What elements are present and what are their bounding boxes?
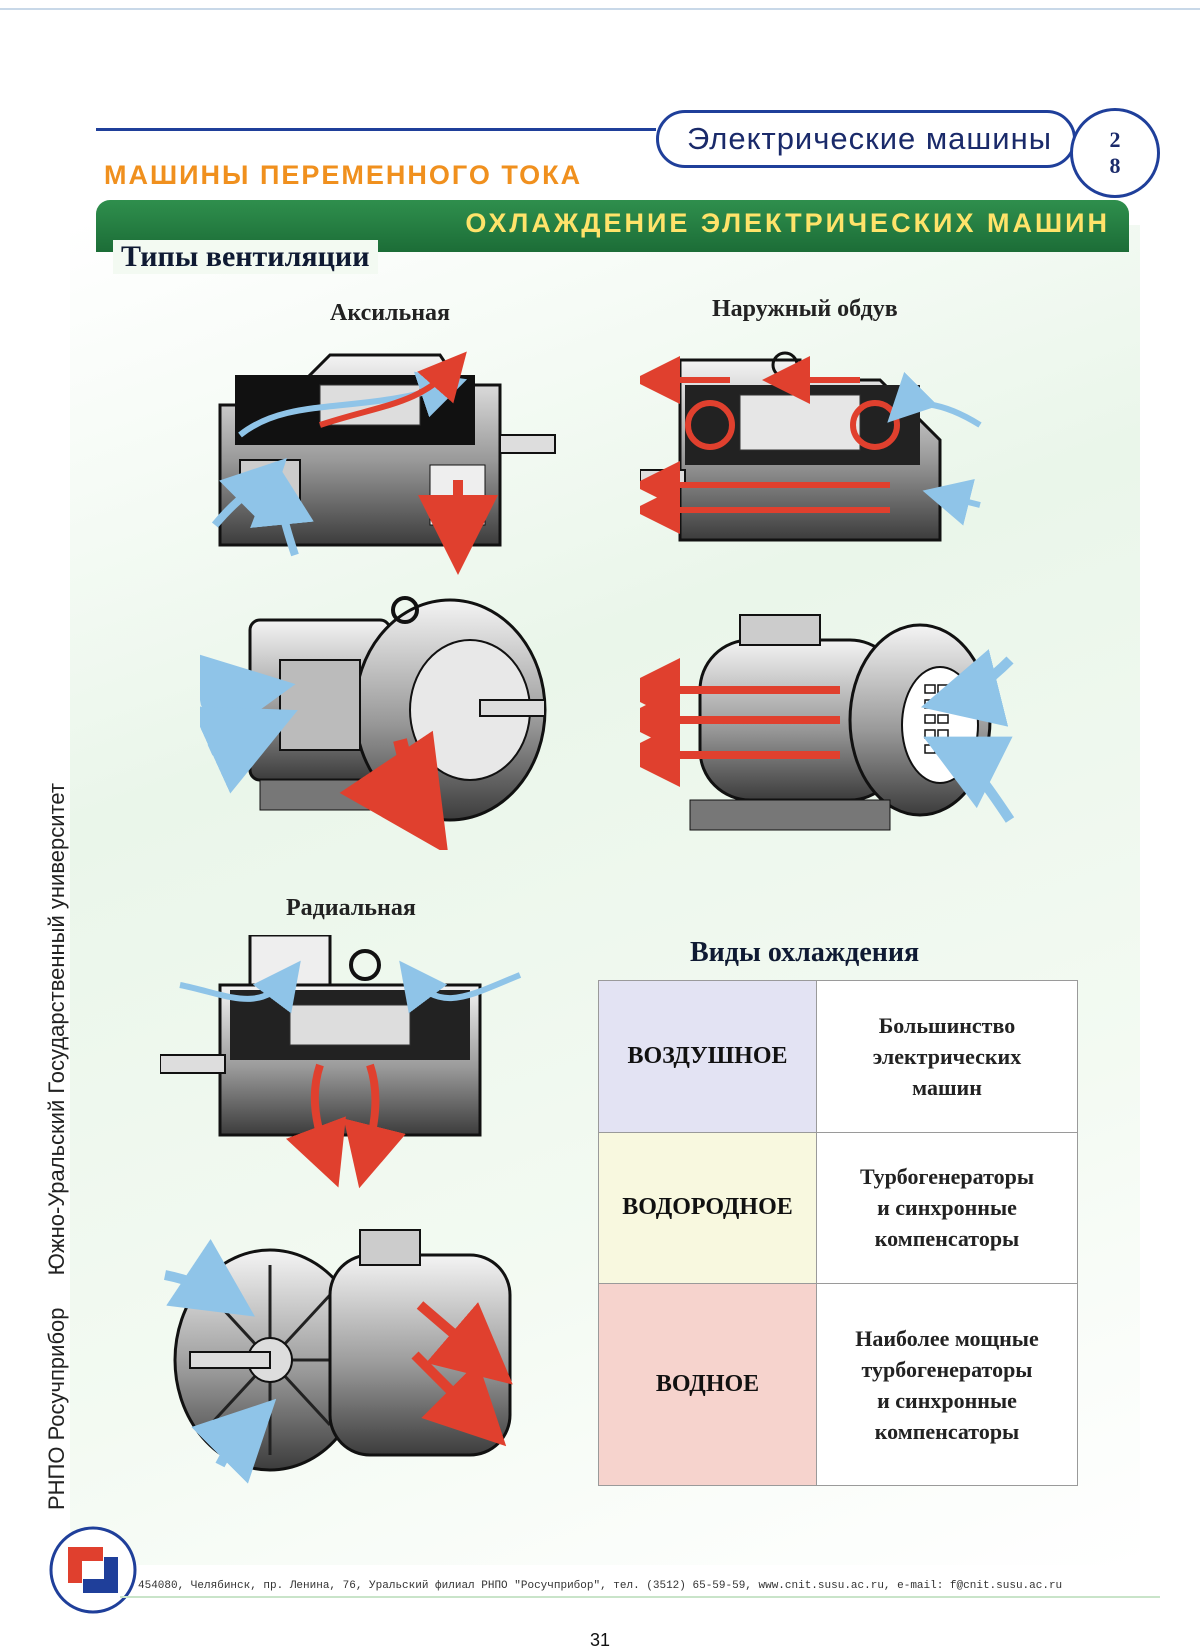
desc-line: машин — [912, 1074, 982, 1100]
sheet-number-badge: 2 8 — [1070, 108, 1160, 198]
sheet-number-bottom: 8 — [1109, 153, 1121, 178]
desc-line: и синхронные — [877, 1195, 1017, 1221]
cooling-type-cell: ВОДНОЕ — [598, 1283, 817, 1486]
top-rule — [0, 8, 1200, 10]
radial-caption: Радиальная — [286, 895, 416, 921]
cooling-types-table: ВОЗДУШНОЕ Большинство электрических маши… — [598, 980, 1078, 1486]
side-org-susu: Южно-Уральский Государственный университ… — [44, 783, 69, 1276]
banner-title: ОХЛАЖДЕНИЕ ЭЛЕКТРИЧЕСКИХ МАШИН — [465, 208, 1110, 238]
axial-caption: Аксильная — [330, 300, 451, 326]
cooling-types-heading: Виды охлаждения — [690, 937, 920, 968]
cooling-desc-cell: Большинство электрических машин — [816, 980, 1078, 1133]
desc-line: Турбогенераторы — [859, 1164, 1035, 1190]
table-row: ВОДОРОДНОЕ Турбогенераторы и синхронные … — [598, 1131, 1078, 1285]
ventilation-heading: Типы вентиляции — [113, 240, 378, 274]
cooling-type-cell: ВОДОРОДНОЕ — [598, 1131, 817, 1285]
radial-ventilation-cutaway-illustration — [160, 935, 522, 1189]
external-blowing-cutaway-illustration — [640, 351, 982, 542]
desc-line: Наиболее мощные — [855, 1325, 1039, 1351]
rnpo-logo — [49, 1526, 137, 1614]
external-caption: Наружный обдув — [712, 296, 898, 322]
desc-line: компенсаторы — [874, 1226, 1020, 1252]
cooling-desc-cell: Турбогенераторы и синхронные компенсатор… — [816, 1131, 1078, 1285]
page-number: 31 — [590, 1630, 611, 1650]
cooling-desc-cell: Наиболее мощные турбогенераторы и синхро… — [816, 1283, 1078, 1486]
cooling-type-cell: ВОЗДУШНОЕ — [598, 980, 817, 1133]
side-org-rnpo: РНПО Росучприбор — [44, 1307, 69, 1510]
footer-contacts: 454080, Челябинск, пр. Ленина, 76, Ураль… — [138, 1580, 1063, 1592]
external-blowing-motor-illustration — [640, 614, 1015, 831]
axial-ventilation-motor-illustration — [200, 596, 547, 850]
series-rule — [96, 128, 656, 131]
series-title: Электрические машины — [687, 121, 1053, 156]
table-row: ВОЗДУШНОЕ Большинство электрических маши… — [598, 980, 1078, 1133]
table-row: ВОДНОЕ Наиболее мощные турбогенераторы и… — [598, 1283, 1078, 1486]
sheet-number-top: 2 — [1109, 127, 1121, 152]
radial-ventilation-motor-illustration — [163, 1229, 513, 1484]
desc-line: и синхронные — [877, 1387, 1017, 1413]
series-title-pill: Электрические машины — [656, 110, 1076, 168]
desc-line: электрических — [872, 1043, 1022, 1069]
side-credits: РНПО Росучприбор Южно-Уральский Государс… — [44, 690, 84, 1510]
footer-rule — [120, 1596, 1160, 1598]
axial-ventilation-cutaway-illustration — [211, 351, 556, 575]
desc-line: компенсаторы — [874, 1418, 1020, 1444]
desc-line: турбогенераторы — [861, 1356, 1033, 1382]
desc-line: Большинство — [878, 1012, 1016, 1038]
section-label: МАШИНЫ ПЕРЕМЕННОГО ТОКА — [104, 160, 583, 190]
